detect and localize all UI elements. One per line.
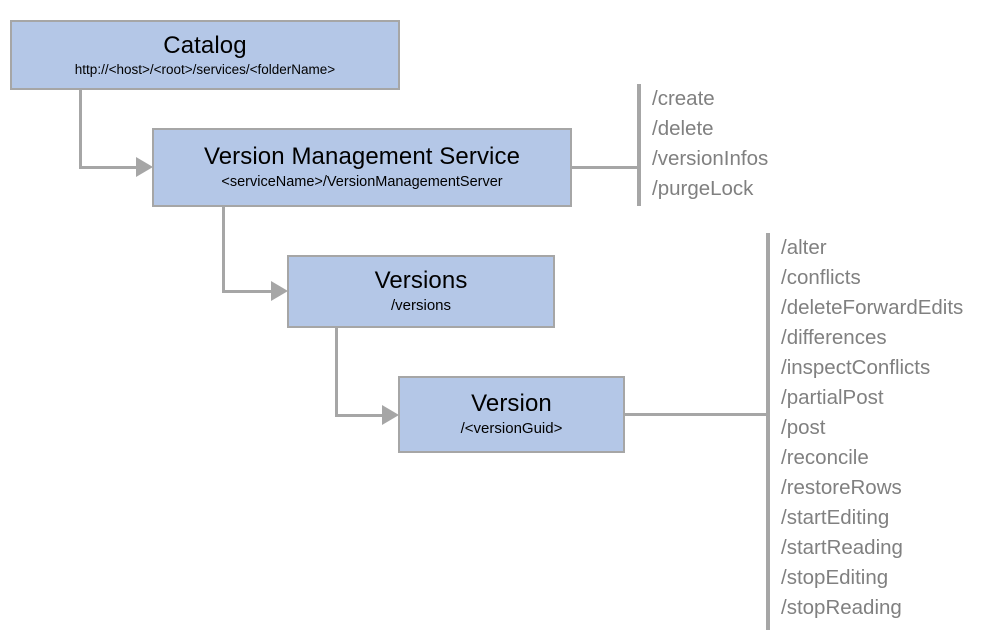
node-versions-title: Versions: [374, 267, 468, 295]
node-version-management-service[interactable]: Version Management Service <serviceName>…: [152, 128, 572, 207]
operation-item[interactable]: /conflicts: [781, 266, 861, 289]
node-version-management-service-title: Version Management Service: [203, 143, 521, 171]
connector-versions-to-version-horizontal: [335, 414, 385, 417]
operation-item[interactable]: /reconcile: [781, 446, 869, 469]
operation-item[interactable]: /delete: [652, 117, 714, 140]
connector-service-to-versions-horizontal: [222, 290, 274, 293]
connector-catalog-to-service-vertical: [79, 90, 82, 169]
operation-item[interactable]: /differences: [781, 326, 887, 349]
connector-version-to-version-operations: [625, 413, 769, 416]
operation-item[interactable]: /stopReading: [781, 596, 902, 619]
operation-item[interactable]: /inspectConflicts: [781, 356, 931, 379]
operation-item[interactable]: /partialPost: [781, 386, 884, 409]
connector-versions-to-version-vertical: [335, 328, 338, 417]
arrowhead-catalog-to-service: [136, 157, 153, 177]
connector-catalog-to-service-horizontal: [79, 166, 139, 169]
node-version-subtitle: /<versionGuid>: [460, 420, 563, 438]
operation-item[interactable]: /startReading: [781, 536, 903, 559]
node-catalog-title: Catalog: [163, 31, 247, 59]
operation-item[interactable]: /restoreRows: [781, 476, 902, 499]
operation-item[interactable]: /create: [652, 87, 715, 110]
connector-service-to-service-operations: [572, 166, 640, 169]
node-catalog-subtitle: http://<host>/<root>/services/<folderNam…: [74, 62, 336, 78]
operation-item[interactable]: /stopEditing: [781, 566, 889, 589]
node-version[interactable]: Version /<versionGuid>: [398, 376, 625, 453]
operation-item[interactable]: /alter: [781, 236, 827, 259]
version-operations-list: /alter /conflicts /deleteForwardEdits /d…: [766, 233, 963, 630]
connector-service-to-versions-vertical: [222, 207, 225, 292]
operation-item[interactable]: /deleteForwardEdits: [781, 296, 964, 319]
operation-item[interactable]: /post: [781, 416, 826, 439]
operation-item[interactable]: /versionInfos: [652, 147, 769, 170]
service-operations-list: /create /delete /versionInfos /purgeLock: [637, 84, 768, 206]
operation-item[interactable]: /purgeLock: [652, 177, 754, 200]
operation-item[interactable]: /startEditing: [781, 506, 890, 529]
node-versions[interactable]: Versions /versions: [287, 255, 555, 328]
node-version-title: Version: [471, 390, 552, 418]
node-version-management-service-subtitle: <serviceName>/VersionManagementServer: [221, 174, 503, 191]
node-catalog[interactable]: Catalog http://<host>/<root>/services/<f…: [10, 20, 400, 90]
node-versions-subtitle: /versions: [390, 297, 452, 315]
arrowhead-versions-to-version: [382, 405, 399, 425]
arrowhead-service-to-versions: [271, 281, 288, 301]
